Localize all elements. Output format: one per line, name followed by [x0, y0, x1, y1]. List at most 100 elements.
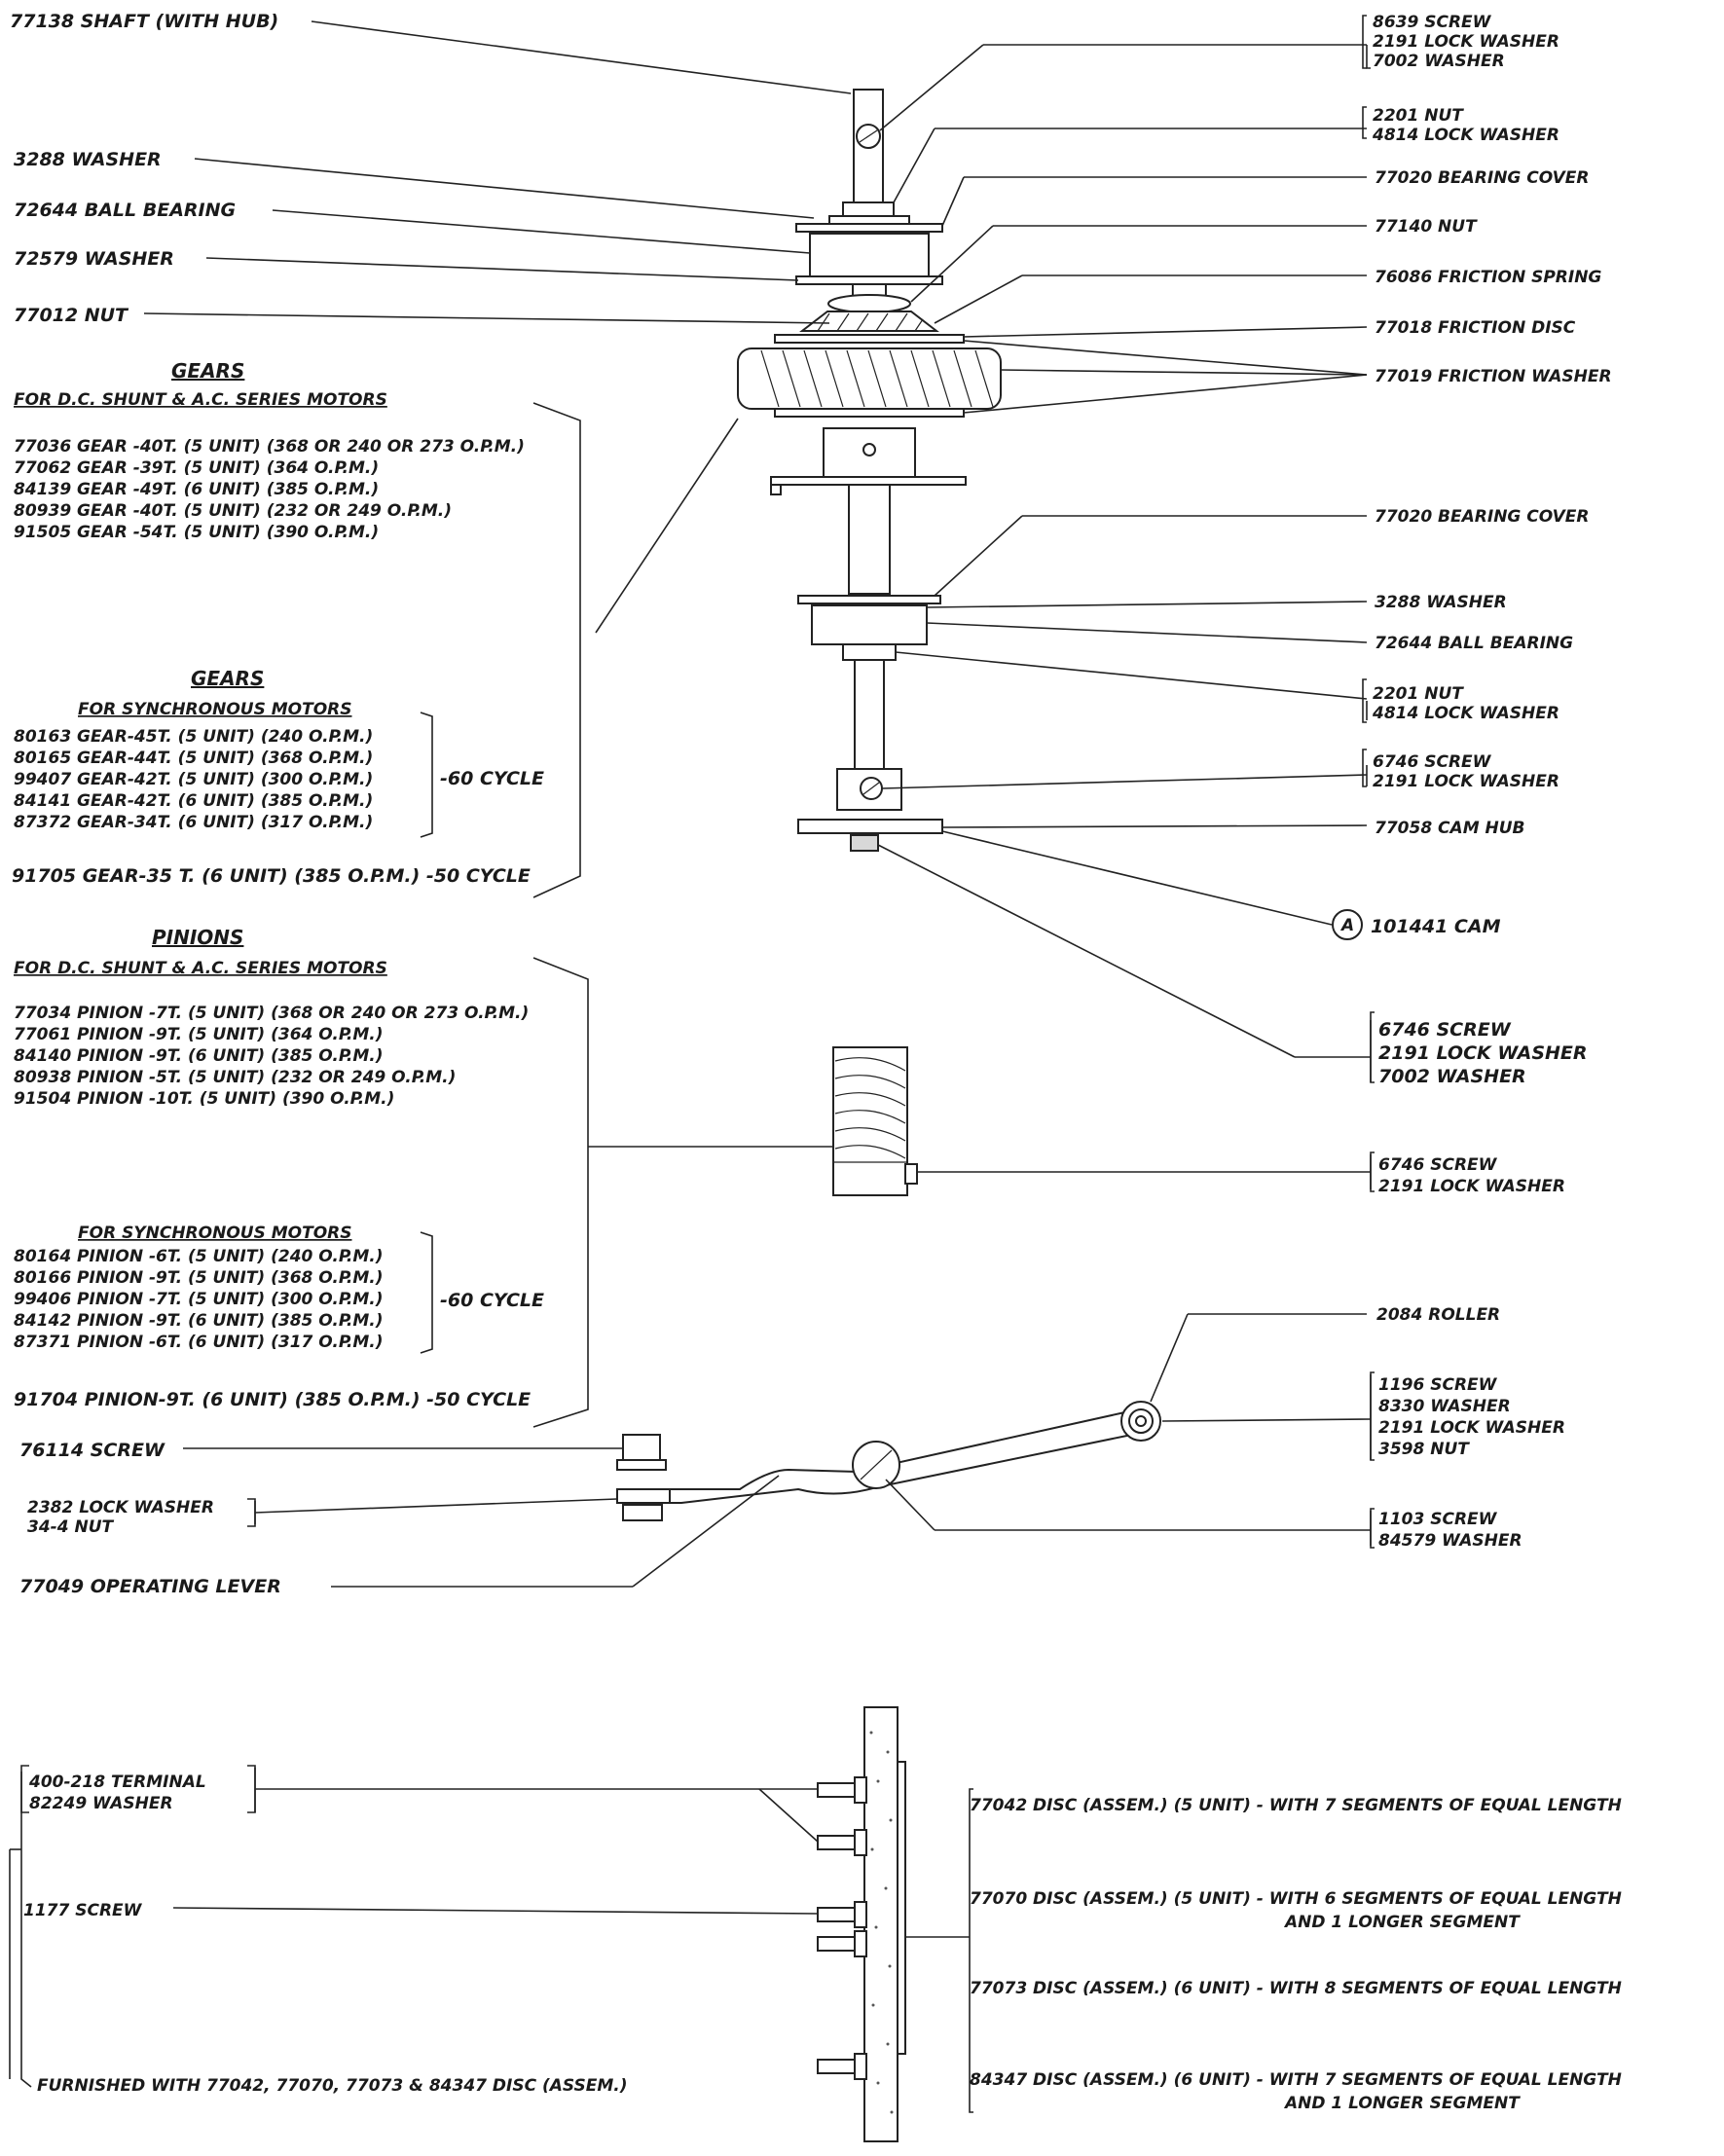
pinions-sync-item: 99406 PINION -7T. (5 UNIT) (300 O.P.M.) [14, 1290, 384, 1309]
friction-disc-part [774, 334, 965, 344]
label-lock-washer-2191-pinion: 2191 LOCK WASHER [1378, 1177, 1565, 1196]
terminal-part-1 [817, 1782, 858, 1798]
pinions-sync-list: 80164 PINION -6T. (5 UNIT) (240 O.P.M.) … [14, 1247, 384, 1352]
label-friction-disc: 77018 FRICTION DISC [1375, 318, 1576, 338]
gears-sync-item: 84141 GEAR-42T. (6 UNIT) (385 O.P.M.) [14, 791, 373, 811]
nut-2201-top-part [842, 201, 895, 217]
label-nut-77012: 77012 NUT [14, 305, 129, 326]
label-bearing-cover-mid: 77020 BEARING COVER [1375, 507, 1590, 527]
friction-spring-part [799, 311, 939, 332]
label-washer-72579: 72579 WASHER [14, 248, 174, 270]
pinions-sync-cycle: -60 CYCLE [440, 1290, 544, 1311]
gears-sync-item: 80165 GEAR-44T. (5 UNIT) (368 O.P.M.) [14, 749, 373, 768]
label-washer-7002-top: 7002 WASHER [1373, 52, 1505, 71]
label-cam: 101441 CAM [1371, 916, 1501, 937]
disc-board-part [863, 1706, 899, 2142]
label-furnished: FURNISHED WITH 77042, 77070, 77073 & 843… [37, 2076, 628, 2096]
screw-1177-part-3 [817, 2059, 858, 2074]
main-shaft-assembly [737, 89, 1002, 852]
label-nut-3598: 3598 NUT [1378, 1440, 1470, 1459]
label-screw-1103: 1103 SCREW [1378, 1510, 1498, 1529]
label-lock-washer-2191-hub: 2191 LOCK WASHER [1373, 772, 1559, 791]
label-washer-7002-cam: 7002 WASHER [1378, 1066, 1526, 1087]
disc-item-77070: 77070 DISC (ASSEM.) (5 UNIT) - WITH 6 SE… [970, 1889, 1622, 1909]
gears-sync-list: 80163 GEAR-45T. (5 UNIT) (240 O.P.M.) 80… [14, 727, 373, 832]
label-washer-3288-top: 3288 WASHER [14, 149, 162, 170]
screw-1177-part-1 [817, 1907, 858, 1922]
disc-item-77073: 77073 DISC (ASSEM.) (6 UNIT) - WITH 8 SE… [970, 1979, 1622, 1998]
label-screw-6746-cam: 6746 SCREW [1378, 1019, 1512, 1041]
gears-dc-item: 80939 GEAR -40T. (5 UNIT) (232 OR 249 O.… [14, 501, 452, 521]
gears-sync-cycle: -60 CYCLE [440, 768, 544, 789]
label-washer-84579: 84579 WASHER [1378, 1531, 1522, 1551]
disc-item-84347: 84347 DISC (ASSEM.) (6 UNIT) - WITH 7 SE… [970, 2070, 1622, 2090]
gears-dc-item: 77062 GEAR -39T. (5 UNIT) (364 O.P.M.) [14, 458, 379, 478]
nut-34-4-part [622, 1504, 663, 1521]
right-labels: 8639 SCREW 2191 LOCK WASHER 7002 WASHER … [970, 13, 1622, 2113]
label-lock-washer-4814-mid: 4814 LOCK WASHER [1372, 704, 1559, 723]
label-shaft: 77138 SHAFT (WITH HUB) [10, 11, 278, 32]
pinions-sync-item: 87371 PINION -6T. (6 UNIT) (317 O.P.M.) [14, 1333, 384, 1352]
cam-marker-circle [1332, 909, 1363, 940]
washer-3288-top-part [828, 215, 910, 225]
label-ball-bearing-top: 72644 BALL BEARING [14, 200, 236, 221]
label-nut-2201-top: 2201 NUT [1373, 106, 1464, 126]
label-friction-washer: 77019 FRICTION WASHER [1375, 367, 1612, 386]
gears-sync-item: 80163 GEAR-45T. (5 UNIT) (240 O.P.M.) [14, 727, 373, 747]
washer-72579-part [795, 275, 943, 285]
gears-sync-item: 87372 GEAR-34T. (6 UNIT) (317 O.P.M.) [14, 813, 373, 832]
pinions-dc-item: 91504 PINION -10T. (5 UNIT) (390 O.P.M.) [14, 1089, 394, 1109]
label-lock-washer-2191-cam: 2191 LOCK WASHER [1378, 1042, 1588, 1064]
label-lock-washer-4814-top: 4814 LOCK WASHER [1372, 126, 1559, 145]
label-lock-washer-2382: 2382 LOCK WASHER [27, 1498, 214, 1517]
pinions-sync-item: 84142 PINION -9T. (6 UNIT) (385 O.P.M.) [14, 1311, 384, 1331]
gears-sync-item: 99407 GEAR-42T. (5 UNIT) (300 O.P.M.) [14, 770, 373, 789]
label-friction-spring: 76086 FRICTION SPRING [1375, 268, 1601, 287]
pinions-dc-item: 84140 PINION -9T. (6 UNIT) (385 O.P.M.) [14, 1046, 384, 1066]
label-screw-1196: 1196 SCREW [1378, 1375, 1498, 1395]
label-cam-hub: 77058 CAM HUB [1375, 819, 1525, 838]
label-screw-1177: 1177 SCREW [23, 1901, 143, 1920]
label-screw-76114: 76114 SCREW [19, 1440, 165, 1461]
label-screw-6746-pinion: 6746 SCREW [1378, 1155, 1498, 1175]
shaft-middle-part [848, 484, 891, 595]
gears-dc-item: 84139 GEAR -49T. (6 UNIT) (385 O.P.M.) [14, 480, 379, 499]
screw-1177-part-2 [817, 1936, 858, 1952]
pinions-dc-heading: FOR D.C. SHUNT & A.C. SERIES MOTORS [14, 959, 387, 978]
label-roller: 2084 ROLLER [1376, 1305, 1500, 1325]
label-nut-77140: 77140 NUT [1375, 217, 1478, 237]
label-lock-washer-2191-top: 2191 LOCK WASHER [1373, 32, 1559, 52]
pinions-sync-item: 80166 PINION -9T. (5 UNIT) (368 O.P.M.) [14, 1268, 384, 1288]
gear-part [737, 347, 1002, 410]
disc-item-77070-cont: AND 1 LONGER SEGMENT [1283, 1913, 1521, 1932]
operating-lever-assembly [616, 1401, 1161, 1521]
screw-76114-part [622, 1434, 661, 1463]
terminal-part-2 [817, 1835, 858, 1850]
pinions-dc-item: 77061 PINION -9T. (5 UNIT) (364 O.P.M.) [14, 1025, 384, 1044]
bearing-cover-mid-part [797, 595, 941, 604]
label-nut-34-4: 34-4 NUT [27, 1517, 114, 1537]
hub-flange-part [770, 476, 967, 486]
disc-assembly [817, 1706, 906, 2142]
cam-screw-part [850, 834, 879, 852]
gears-dc-item: 91505 GEAR -54T. (5 UNIT) (390 O.P.M.) [14, 523, 379, 542]
label-lock-washer-2191-roller: 2191 LOCK WASHER [1378, 1418, 1565, 1438]
pinion-part [832, 1046, 908, 1196]
ball-bearing-top-part [809, 233, 930, 277]
pinions-dc-item: 80938 PINION -5T. (5 UNIT) (232 OR 249 O… [14, 1068, 456, 1087]
label-screw-6746-hub: 6746 SCREW [1373, 752, 1492, 772]
label-screw-8639: 8639 SCREW [1373, 13, 1492, 32]
label-bearing-cover-top: 77020 BEARING COVER [1375, 168, 1590, 188]
pinions-dc-list: 77034 PINION -7T. (5 UNIT) (368 OR 240 O… [14, 1004, 529, 1109]
gears-dc-heading: FOR D.C. SHUNT & A.C. SERIES MOTORS [14, 390, 387, 410]
label-cam-letter: A [1339, 916, 1354, 935]
disc-item-84347-cont: AND 1 LONGER SEGMENT [1283, 2094, 1521, 2113]
gears-title: GEARS [171, 359, 244, 383]
gears-dc-item: 77036 GEAR -40T. (5 UNIT) (368 OR 240 OR… [14, 437, 525, 457]
gears-sync-heading: FOR SYNCHRONOUS MOTORS [78, 700, 352, 719]
disc-item-77042: 77042 DISC (ASSEM.) (5 UNIT) - WITH 7 SE… [970, 1796, 1622, 1815]
ball-bearing-mid-part [811, 604, 928, 645]
pinion-assembly [832, 1046, 918, 1196]
